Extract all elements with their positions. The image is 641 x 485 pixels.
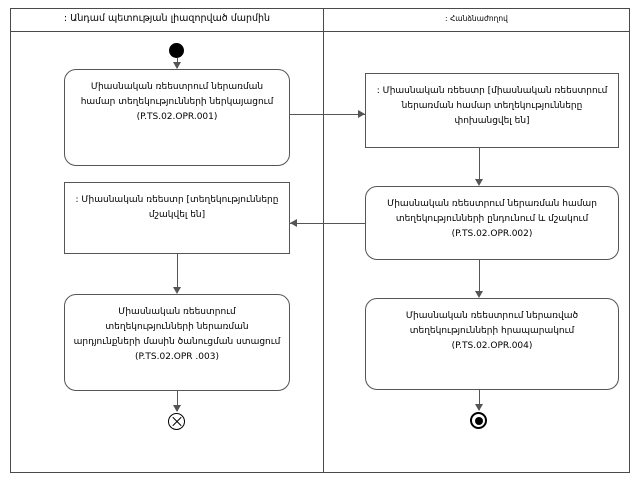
- arrowhead-registry-processed-to-opr003: [172, 287, 181, 294]
- arrowhead-opr003-to-flow-final: [172, 405, 181, 412]
- swimlane-header-rule: [10, 31, 630, 32]
- arrowhead-opr002-to-opr004: [474, 291, 483, 298]
- flow-opr001-to-registry-transferred: [290, 113, 365, 115]
- object-node-registry-processed[interactable]: : Միասնական ռեեստր [տեղեկությունները մշա…: [64, 182, 290, 254]
- action-node-opr001[interactable]: Միասնական ռեեստրում ներառման համար տեղեկ…: [64, 69, 290, 166]
- arrowhead-opr004-to-activity-final: [474, 404, 483, 411]
- swimlane-frame: [10, 8, 630, 473]
- swimlane-divider: [323, 8, 324, 473]
- action-node-opr004-label: Միասնական ռեեստրում ներառված տեղեկությու…: [405, 311, 579, 351]
- action-node-opr004[interactable]: Միասնական ռեեստրում ներառված տեղեկությու…: [365, 298, 619, 390]
- action-node-opr002[interactable]: Միասնական ռեեստրում ներառման համար տեղեկ…: [365, 186, 619, 260]
- lane-title-member-state: : Անդամ պետության լիազորված մարմին: [63, 13, 271, 24]
- action-node-opr002-label: Միասնական ռեեստրում ներառման համար տեղեկ…: [387, 199, 597, 239]
- lane-title-commission: : Հանձնաժողով: [445, 14, 508, 23]
- action-node-opr003[interactable]: Միասնական ռեեստրում տեղեկությունների ներ…: [64, 294, 290, 391]
- flow-registry-transferred-to-opr002: [478, 148, 480, 184]
- flow-final-node[interactable]: [168, 413, 185, 430]
- flow-registry-processed-to-opr003: [176, 254, 178, 292]
- arrowhead-registry-transferred-to-opr002: [474, 179, 483, 186]
- flow-opr002-to-opr004: [478, 260, 480, 296]
- activity-final-node[interactable]: [470, 412, 487, 429]
- arrowhead-opr002-to-registry-processed: [290, 218, 297, 227]
- arrowhead-initial-to-opr001: [172, 62, 181, 69]
- object-node-registry-processed-label: : Միասնական ռեեստր [տեղեկությունները մշա…: [75, 195, 279, 220]
- object-node-registry-transferred[interactable]: : Միասնական ռեեստր [միասնական ռեեստրում …: [365, 73, 619, 148]
- action-node-opr003-label: Միասնական ռեեստրում տեղեկությունների ներ…: [73, 307, 281, 362]
- initial-node[interactable]: [169, 43, 184, 58]
- flow-opr004-to-activity-final: [478, 390, 480, 410]
- arrowhead-opr001-to-registry-transferred: [358, 109, 365, 118]
- flow-opr003-to-flow-final: [176, 391, 178, 411]
- flow-opr002-to-registry-processed: [290, 222, 366, 224]
- object-node-registry-transferred-label: : Միասնական ռեեստր [միասնական ռեեստրում …: [376, 86, 608, 126]
- action-node-opr001-label: Միասնական ռեեստրում ներառման համար տեղեկ…: [80, 82, 274, 122]
